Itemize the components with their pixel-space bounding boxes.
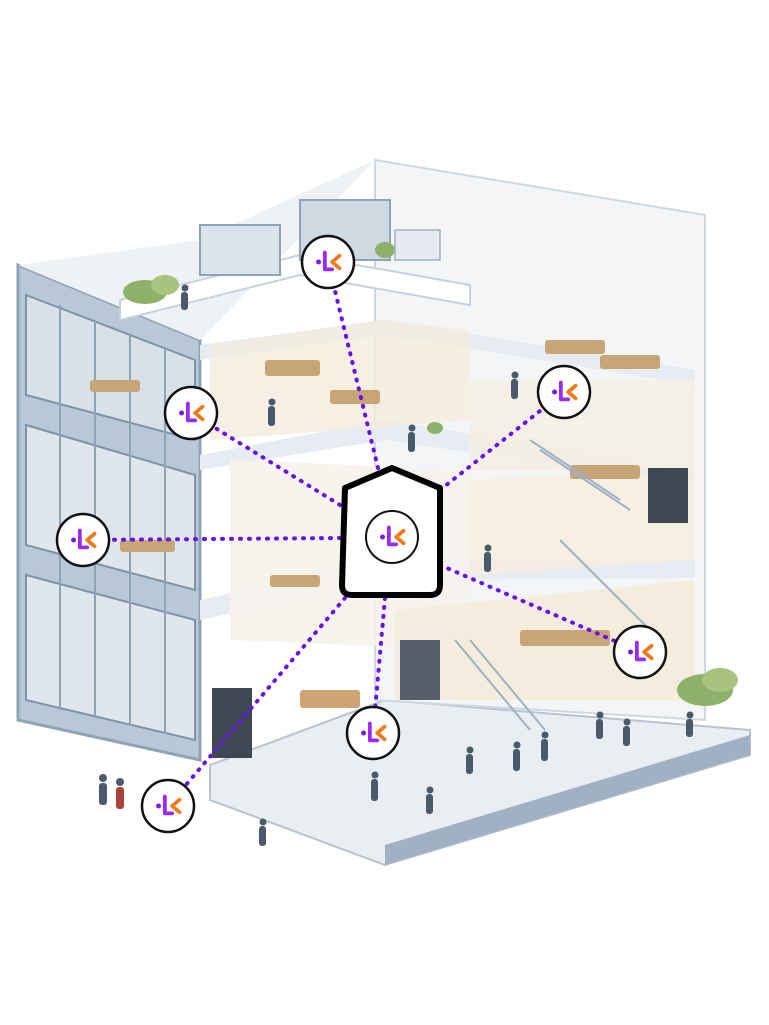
people — [99, 284, 694, 846]
link-left-middle — [81, 536, 342, 542]
plants — [427, 422, 738, 706]
rooftop-terrace — [119, 199, 471, 322]
network-node-left-upper[interactable] — [163, 385, 219, 441]
network-node-ground-center[interactable] — [345, 705, 401, 761]
network-node-left-middle[interactable] — [55, 512, 111, 568]
network-node-ground-left[interactable] — [140, 778, 196, 834]
left-tower-windows — [25, 293, 196, 742]
brand-logo-icon — [179, 401, 205, 423]
brand-logo-icon — [156, 794, 182, 816]
node-circle — [163, 385, 219, 441]
network-node-right-lower[interactable] — [612, 624, 668, 680]
network-node-right-upper[interactable] — [536, 364, 592, 420]
staircases — [454, 439, 651, 731]
brand-logo-icon — [380, 525, 406, 547]
link-roof — [326, 260, 380, 470]
node-circle — [612, 624, 668, 680]
network-node-roof[interactable] — [300, 234, 356, 290]
brand-logo-icon — [628, 640, 654, 662]
node-circle — [300, 234, 356, 290]
network-links — [81, 260, 642, 808]
left-tower-top — [18, 160, 375, 340]
network-nodes — [55, 234, 668, 834]
ground-slab — [209, 698, 751, 867]
interior-furniture — [90, 340, 660, 708]
hub-logo-badge — [365, 510, 419, 564]
home-gateway-hub[interactable] — [339, 465, 443, 598]
server-racks — [212, 468, 688, 758]
brand-logo-icon — [552, 380, 578, 402]
link-left-upper — [189, 411, 342, 507]
node-circle — [345, 705, 401, 761]
link-ground-left — [166, 596, 347, 808]
node-circle — [140, 778, 196, 834]
brand-logo-icon — [316, 250, 342, 272]
node-circle — [536, 364, 592, 420]
link-right-upper — [438, 390, 566, 492]
brand-logo-icon — [71, 528, 97, 550]
ground-slab-edge — [385, 735, 750, 865]
brand-logo-icon — [361, 721, 387, 743]
node-circle — [55, 512, 111, 568]
link-right-lower — [438, 563, 642, 654]
